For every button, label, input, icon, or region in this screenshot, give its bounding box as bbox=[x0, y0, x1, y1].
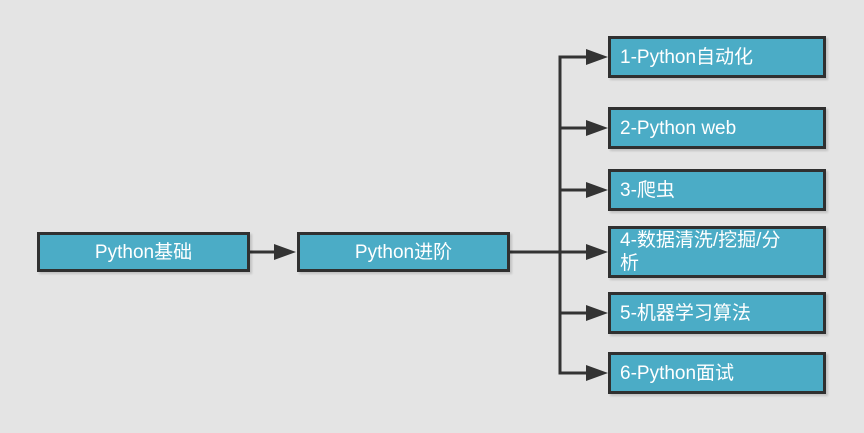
node-branch-python-interview: 6-Python面试 bbox=[608, 352, 826, 394]
node-branch-machine-learning: 5-机器学习算法 bbox=[608, 292, 826, 334]
arrowhead-branch3 bbox=[586, 182, 608, 198]
arrowhead-branch1 bbox=[586, 49, 608, 65]
arrowhead-branch2 bbox=[586, 120, 608, 136]
node-branch-web-crawler: 3-爬虫 bbox=[608, 169, 826, 211]
node-branch-python-automation: 1-Python自动化 bbox=[608, 36, 826, 78]
arrowhead-mid bbox=[274, 244, 296, 260]
arrowhead-branch5 bbox=[586, 305, 608, 321]
trunk-line bbox=[558, 55, 588, 375]
node-branch-python-web: 2-Python web bbox=[608, 107, 826, 149]
node-branch-data-cleaning-mining-analysis: 4-数据清洗/挖掘/分析 bbox=[608, 226, 826, 278]
node-python-advanced: Python进阶 bbox=[297, 232, 510, 272]
node-python-basics: Python基础 bbox=[37, 232, 250, 272]
arrowhead-branch4 bbox=[586, 244, 608, 260]
arrowhead-branch6 bbox=[586, 365, 608, 381]
